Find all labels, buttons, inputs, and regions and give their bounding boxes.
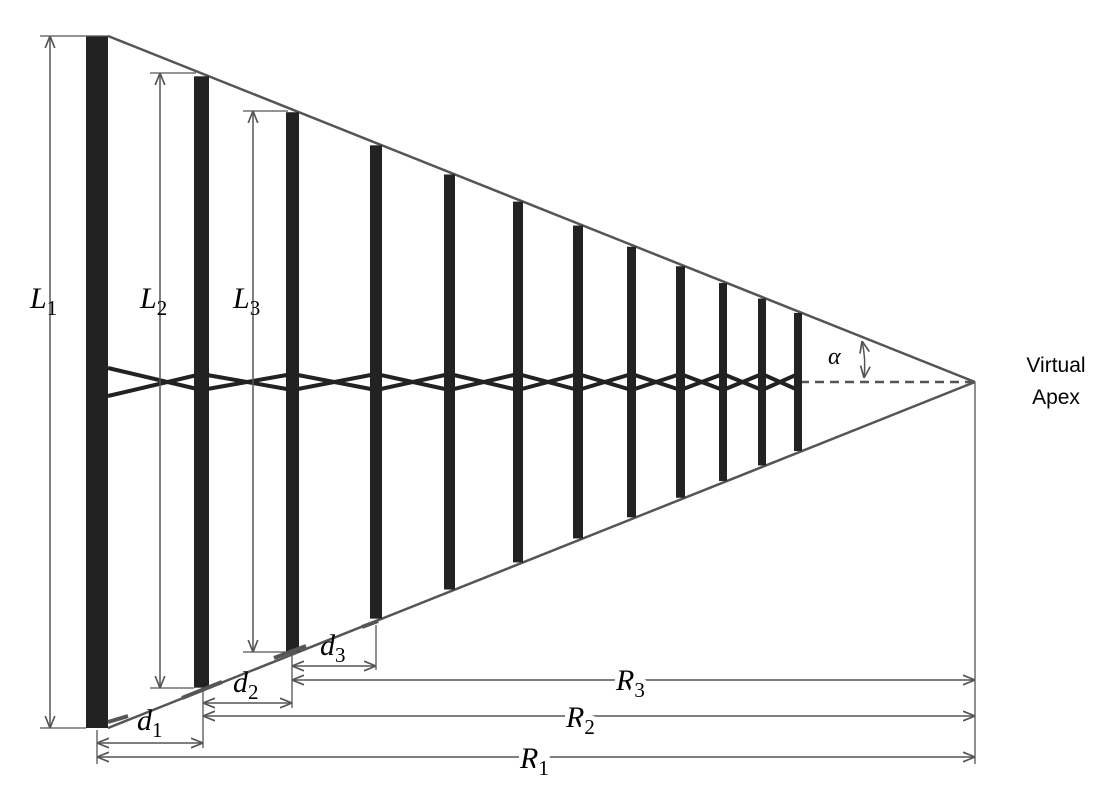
feed-line-b bbox=[679, 372, 724, 392]
feed-stub-4 bbox=[361, 619, 379, 629]
feed-stub-3 bbox=[273, 644, 307, 660]
feed-stub-2 bbox=[181, 680, 223, 700]
envelope-top-line bbox=[107, 34, 976, 384]
feed-line-b bbox=[449, 372, 519, 392]
dipole-element-4 bbox=[370, 145, 382, 619]
feed-line-b bbox=[292, 372, 377, 392]
antenna-envelope bbox=[107, 34, 976, 730]
label-L2: L2 bbox=[139, 282, 167, 320]
crossed-feed-line bbox=[107, 366, 799, 398]
label-R3: R3 bbox=[615, 664, 645, 702]
dipole-element-8 bbox=[627, 246, 636, 518]
dipole-element-2 bbox=[194, 76, 209, 688]
dipole-element-12 bbox=[794, 312, 802, 452]
alpha-angle-arc bbox=[862, 341, 865, 378]
dipole-element-1 bbox=[86, 36, 108, 728]
label-alpha: α bbox=[828, 344, 841, 370]
feed-line-b bbox=[375, 372, 450, 392]
dimension-lines bbox=[40, 35, 976, 764]
feed-line-b bbox=[517, 372, 579, 392]
label-d1: d1 bbox=[137, 704, 163, 742]
label-d3: d3 bbox=[320, 629, 346, 667]
dipole-element-9 bbox=[676, 266, 685, 498]
label-R2: R2 bbox=[565, 701, 595, 739]
dipole-element-7 bbox=[573, 225, 583, 539]
feed-line-b bbox=[201, 372, 293, 392]
dipole-element-11 bbox=[758, 298, 766, 466]
feed-line-b bbox=[630, 372, 682, 392]
dipole-element-5 bbox=[444, 174, 455, 590]
feed-line-b bbox=[722, 372, 763, 392]
feed-line-b bbox=[761, 372, 799, 392]
feed-line-b bbox=[577, 372, 633, 392]
label-L3: L3 bbox=[232, 282, 260, 320]
envelope-bottom-line bbox=[107, 380, 976, 730]
virtual-apex-label-line1: Virtual bbox=[1026, 354, 1085, 377]
label-L1: L1 bbox=[29, 282, 57, 320]
dipole-element-6 bbox=[513, 201, 523, 563]
label-R1: R1 bbox=[519, 742, 549, 780]
virtual-apex-label-line2: Apex bbox=[1032, 386, 1080, 409]
dipole-element-3 bbox=[286, 112, 299, 652]
dipole-element-10 bbox=[719, 283, 727, 481]
dipole-elements bbox=[86, 36, 802, 728]
feed-stub-1 bbox=[107, 714, 129, 724]
label-d2: d2 bbox=[233, 666, 259, 704]
